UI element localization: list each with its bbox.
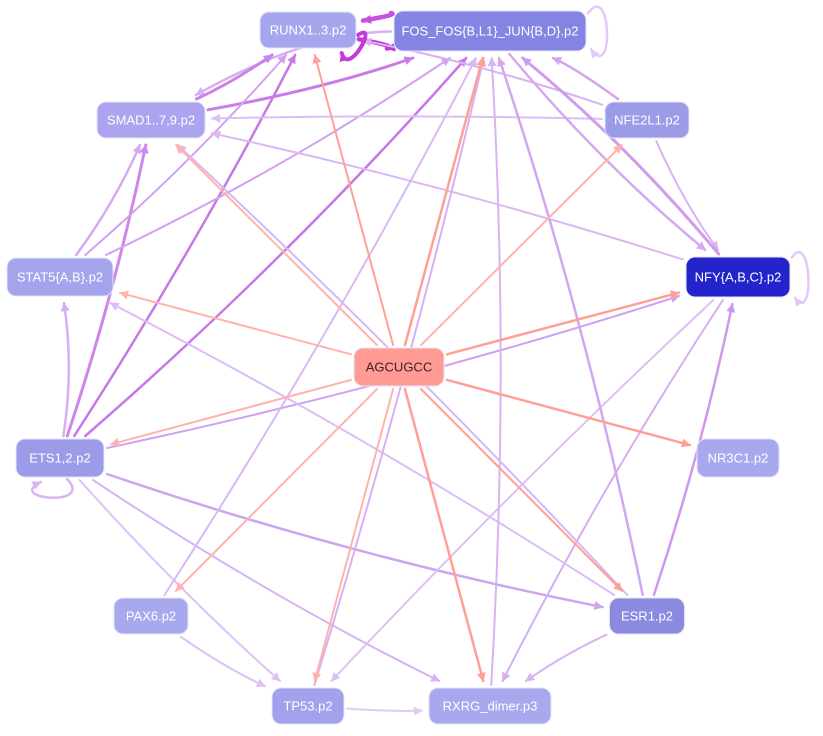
edge-AGCUGCC-SMAD: [175, 144, 378, 346]
edge-AGCUGCC-TP53: [312, 388, 395, 682]
node-SMAD[interactable]: SMAD1..7,9.p2: [96, 101, 206, 139]
node-box[interactable]: [604, 101, 690, 139]
node-label: RUNX1..3.p2: [270, 23, 347, 38]
edge-ESR1-STAT5: [109, 302, 616, 596]
node-label: PAX6.p2: [126, 609, 176, 624]
node-label: ETS1,2.p2: [29, 451, 90, 466]
node-RXRG[interactable]: RXRG_dimer.p3: [428, 687, 552, 725]
edge-ETS-TP53: [78, 479, 281, 682]
node-label: NR3C1.p2: [708, 451, 769, 466]
node-box[interactable]: [609, 597, 685, 635]
node-RUNX[interactable]: RUNX1..3.p2: [259, 11, 357, 49]
node-box[interactable]: [6, 257, 114, 297]
edge-SMAD-FOS: [206, 56, 415, 112]
edge-NFE2L1-SMAD: [211, 113, 603, 123]
edge-NFE2L1-NFY: [655, 140, 720, 251]
edge-AGCUGCC-NR3C1: [445, 378, 692, 448]
edge-STAT5-SMAD: [74, 143, 142, 257]
edge-ETS-RXRG: [92, 479, 441, 682]
edge-ETS-STAT5: [60, 301, 71, 438]
edge-AGCUGCC-RXRG: [403, 387, 486, 683]
edge-FOS-RUNX: [360, 10, 395, 24]
edge-NFY-FOS: [521, 56, 721, 256]
edge-RXRG-FOS: [487, 57, 502, 686]
edge-NFE2L1-FOS: [551, 56, 620, 101]
edge-NFY-SMAD: [211, 130, 684, 261]
node-ESR1[interactable]: ESR1.p2: [609, 597, 685, 635]
edge-FOS-NFY: [508, 52, 707, 252]
node-TP53[interactable]: TP53.p2: [271, 687, 345, 725]
node-box[interactable]: [685, 256, 791, 298]
edge-AGCUGCC-NFY: [445, 290, 681, 356]
node-AGCUGCC[interactable]: AGCUGCC: [353, 347, 445, 387]
edge-ESR1-RXRG: [524, 633, 608, 682]
edge-NFY-RXRG: [501, 299, 724, 682]
node-box[interactable]: [113, 597, 189, 635]
node-box[interactable]: [271, 687, 345, 725]
edge-ESR1-FOS: [497, 56, 644, 597]
edge-PAX6-TP53: [180, 636, 266, 688]
node-box[interactable]: [428, 687, 552, 725]
node-ETS[interactable]: ETS1,2.p2: [15, 438, 105, 478]
node-label: FOS_FOS{B,L1}_JUN{B,D}.p2: [401, 24, 578, 39]
node-label: STAT5{A,B}.p2: [17, 270, 103, 285]
node-PAX6[interactable]: PAX6.p2: [113, 597, 189, 635]
node-label: NFY{A,B,C}.p2: [695, 270, 782, 285]
edge-STAT5-FOS: [104, 57, 451, 256]
node-NR3C1[interactable]: NR3C1.p2: [696, 438, 780, 478]
edge-AGCUGCC-ETS: [110, 378, 352, 447]
self-loop-RUNX: [339, 30, 368, 63]
edge-AGCUGCC-ESR1: [419, 388, 624, 592]
edge-AGCUGCC-NFE2L1: [420, 144, 623, 346]
node-NFE2L1[interactable]: NFE2L1.p2: [604, 101, 690, 139]
edge-ETS-RUNX: [72, 53, 297, 438]
node-label: RXRG_dimer.p3: [443, 699, 538, 714]
node-FOS[interactable]: FOS_FOS{B,L1}_JUN{B,D}.p2: [393, 10, 587, 52]
edge-PAX6-FOS: [163, 57, 477, 596]
node-box[interactable]: [259, 11, 357, 49]
node-box[interactable]: [696, 438, 780, 478]
node-STAT5[interactable]: STAT5{A,B}.p2: [6, 257, 114, 297]
node-box[interactable]: [96, 101, 206, 139]
node-box[interactable]: [393, 10, 587, 52]
edge-AGCUGCC-FOS: [403, 56, 485, 347]
node-label: SMAD1..7,9.p2: [107, 113, 195, 128]
edges-layer: [31, 5, 810, 716]
edge-AGCUGCC-STAT5: [119, 290, 352, 356]
node-box[interactable]: [15, 438, 105, 478]
node-label: AGCUGCC: [366, 360, 432, 375]
node-NFY[interactable]: NFY{A,B,C}.p2: [685, 256, 791, 298]
edge-ETS-ESR1: [105, 472, 604, 610]
node-box[interactable]: [353, 347, 445, 387]
node-label: TP53.p2: [283, 699, 332, 714]
edge-TP53-RXRG: [346, 706, 423, 716]
self-loop-ETS: [31, 477, 74, 499]
self-loop-NFY: [790, 251, 810, 308]
node-label: NFE2L1.p2: [614, 113, 680, 128]
edge-SMAD-RUNX: [195, 53, 274, 101]
edge-AGCUGCC-PAX6: [174, 388, 379, 592]
self-loop-FOS: [586, 5, 609, 59]
node-label: ESR1.p2: [621, 609, 673, 624]
edge-ETS-FOS: [84, 56, 468, 438]
edge-AGCUGCC-RUNX: [312, 54, 395, 346]
